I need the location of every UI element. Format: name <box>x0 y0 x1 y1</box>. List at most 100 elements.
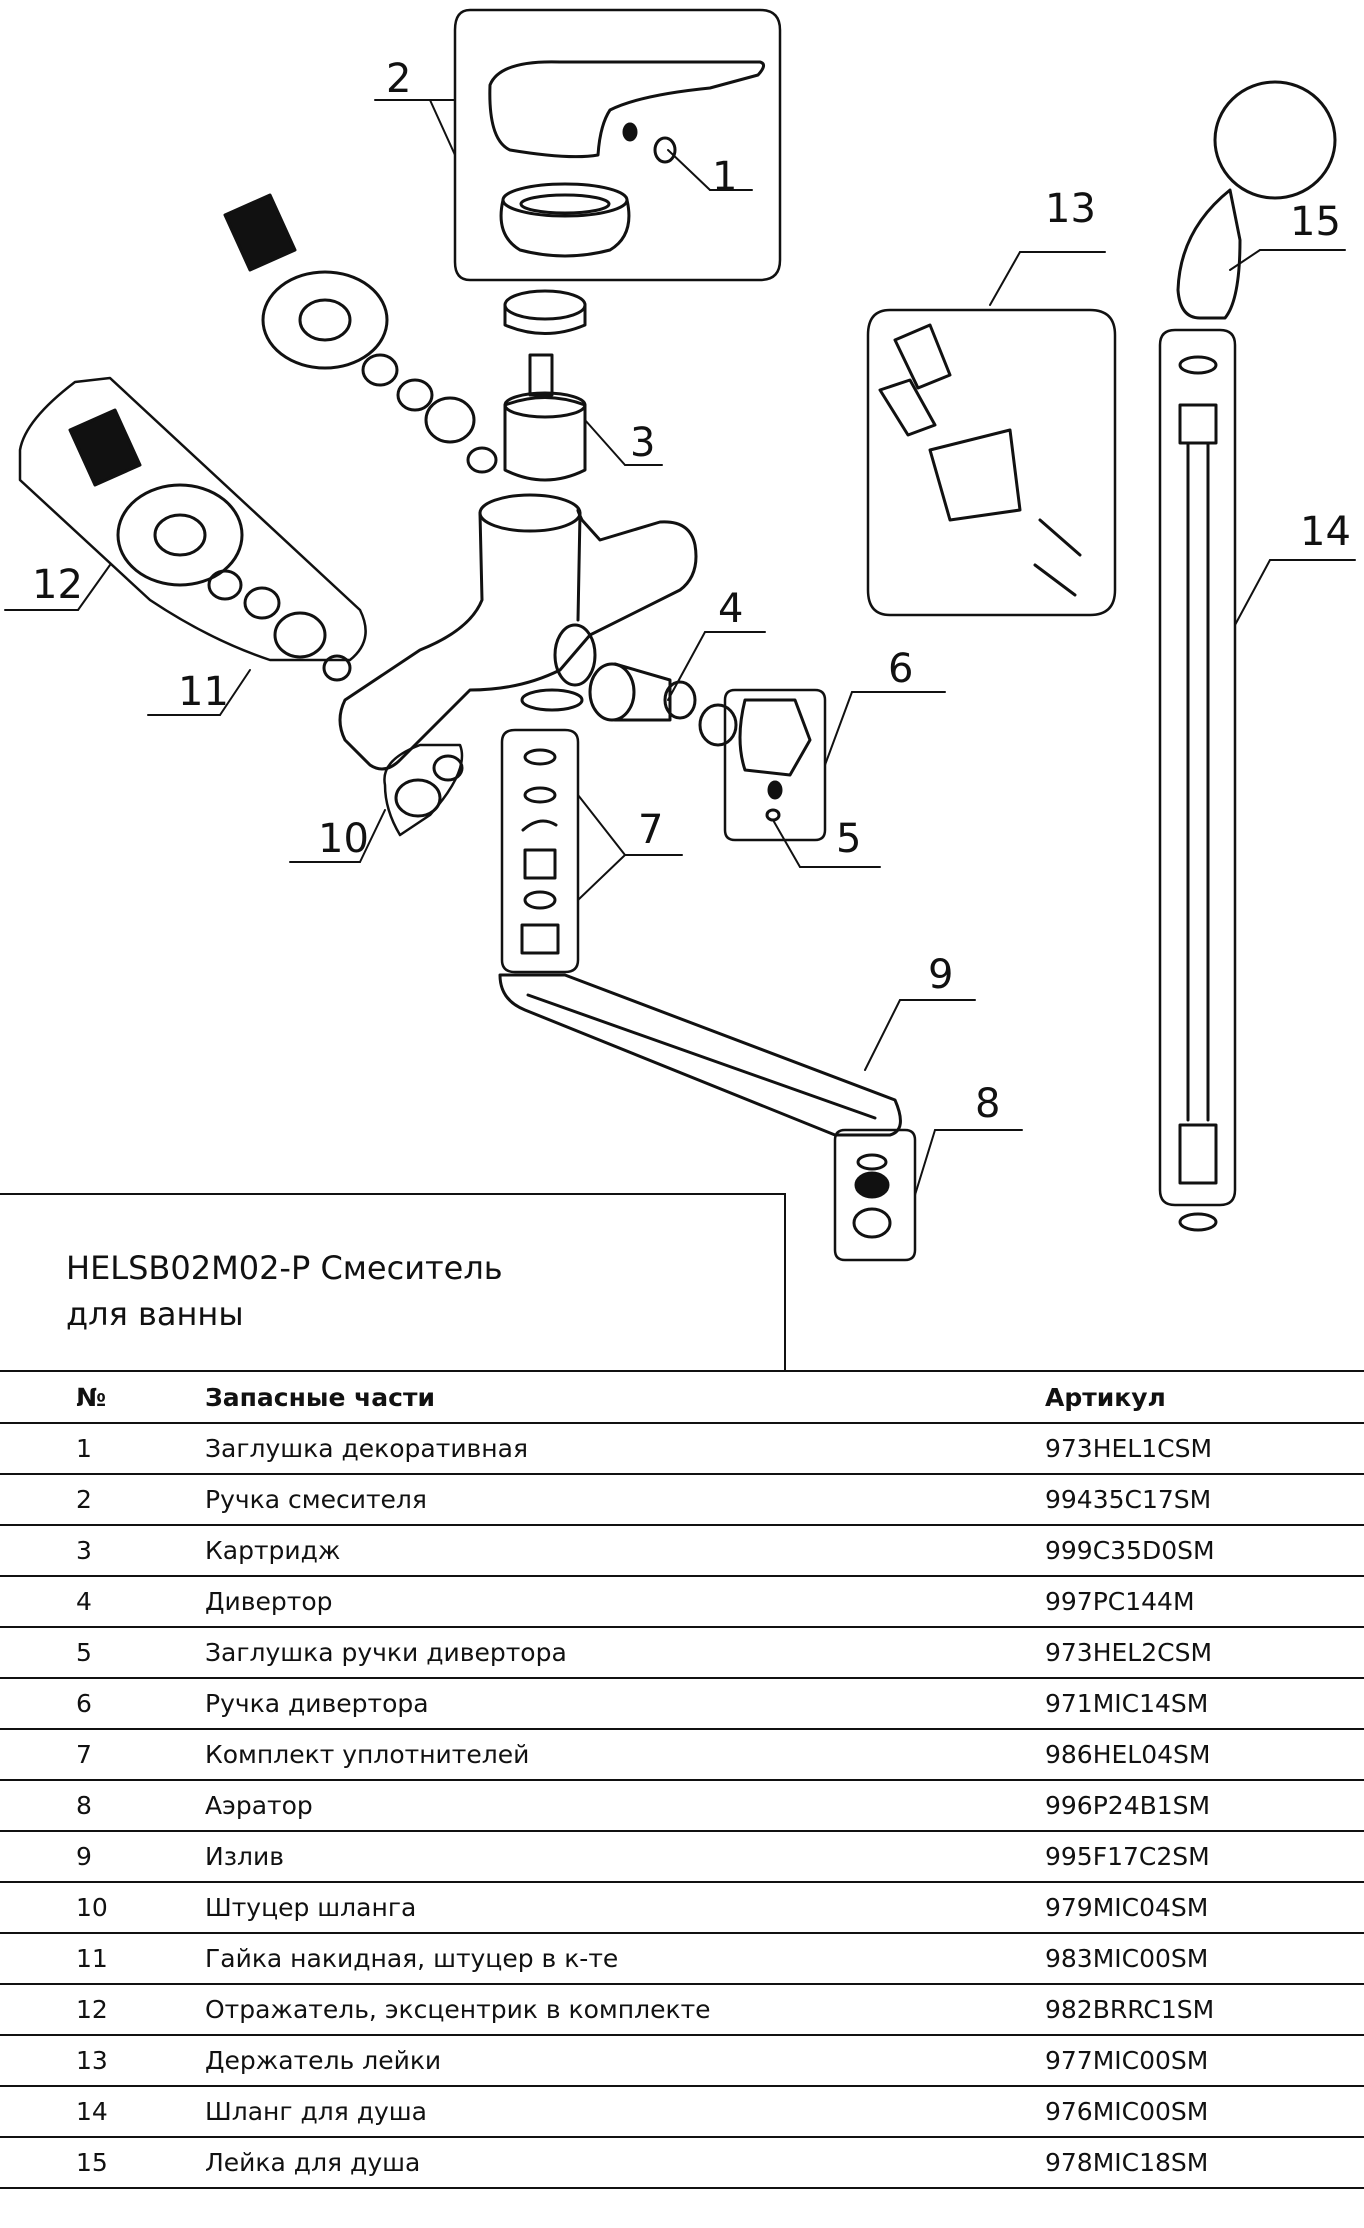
table-header-row: № Запасные части Артикул <box>0 1370 1364 1424</box>
group-diverter <box>588 662 697 722</box>
group-cartridge <box>503 289 587 482</box>
group-reflector-upper <box>223 193 498 474</box>
row-number: 10 <box>0 1881 205 1934</box>
row-number: 11 <box>0 1932 205 1985</box>
row-number: 14 <box>0 2085 205 2138</box>
row-part-name: Ручка дивертора <box>205 1677 1045 1730</box>
row-article: 99435C17SM <box>1045 1473 1364 1526</box>
row-article: 982BRRC1SM <box>1045 1983 1364 2036</box>
leader-lines <box>4 99 1356 1196</box>
row-number: 3 <box>0 1524 205 1577</box>
row-part-name: Излив <box>205 1830 1045 1883</box>
row-number: 8 <box>0 1779 205 1832</box>
callout-15: 15 <box>1290 199 1341 245</box>
row-part-name: Шланг для душа <box>205 2085 1045 2138</box>
product-title-line1: HELSB02M02-P Смеситель <box>66 1249 503 1287</box>
callout-6: 6 <box>888 646 913 692</box>
row-number: 6 <box>0 1677 205 1730</box>
header-part: Запасные части <box>205 1370 1045 1424</box>
row-number: 4 <box>0 1575 205 1628</box>
row-number: 12 <box>0 1983 205 2036</box>
row-article: 995F17C2SM <box>1045 1830 1364 1883</box>
row-number: 7 <box>0 1728 205 1781</box>
group-aerator <box>833 1128 917 1262</box>
row-article: 973HEL2CSM <box>1045 1626 1364 1679</box>
row-number: 15 <box>0 2136 205 2189</box>
group-holder <box>866 308 1117 617</box>
callout-10: 10 <box>318 816 369 862</box>
row-part-name: Дивертор <box>205 1575 1045 1628</box>
row-part-name: Гайка накидная, штуцер в к-те <box>205 1932 1045 1985</box>
row-part-name: Заглушка ручки дивертора <box>205 1626 1045 1679</box>
callout-9: 9 <box>928 952 953 998</box>
header-number: № <box>0 1370 205 1424</box>
row-article: 999C35D0SM <box>1045 1524 1364 1577</box>
row-number: 9 <box>0 1830 205 1883</box>
row-number: 1 <box>0 1422 205 1475</box>
row-number: 5 <box>0 1626 205 1679</box>
group-seal-kit <box>500 728 580 974</box>
row-part-name: Аэратор <box>205 1779 1045 1832</box>
row-part-name: Отражатель, эксцентрик в комплекте <box>205 1983 1045 2036</box>
row-number: 2 <box>0 1473 205 1526</box>
row-article: 983MIC00SM <box>1045 1932 1364 1985</box>
row-article: 996P24B1SM <box>1045 1779 1364 1832</box>
callout-3: 3 <box>630 420 655 466</box>
row-article: 977MIC00SM <box>1045 2034 1364 2087</box>
group-hose-fitting <box>383 743 464 837</box>
callout-4: 4 <box>718 586 743 632</box>
row-number: 13 <box>0 2034 205 2087</box>
row-part-name: Ручка смесителя <box>205 1473 1045 1526</box>
group-handle <box>453 8 782 282</box>
callout-2: 2 <box>386 56 411 102</box>
callout-5: 5 <box>836 816 861 862</box>
row-part-name: Картридж <box>205 1524 1045 1577</box>
row-part-name: Держатель лейки <box>205 2034 1045 2087</box>
group-shower-head <box>1176 80 1337 320</box>
group-reflector-lower <box>18 376 367 682</box>
callout-numbers: 1 2 3 4 5 6 7 8 9 10 11 12 13 14 15 <box>32 56 1351 1127</box>
row-part-name: Лейка для душа <box>205 2136 1045 2189</box>
callout-1: 1 <box>712 154 737 200</box>
callout-14: 14 <box>1300 509 1351 555</box>
callout-11: 11 <box>178 669 229 715</box>
row-part-name: Комплект уплотнителей <box>205 1728 1045 1781</box>
title-box: HELSB02M02-P Смеситель для ванны <box>0 1193 786 1370</box>
callout-7: 7 <box>638 807 663 853</box>
exploded-parts-diagram: 1 2 3 4 5 6 7 8 9 10 11 12 13 14 15 <box>4 8 1356 1262</box>
product-title-line2: для ванны <box>66 1295 244 1333</box>
callout-13: 13 <box>1045 186 1096 232</box>
row-article: 976MIC00SM <box>1045 2085 1364 2138</box>
row-article: 986HEL04SM <box>1045 1728 1364 1781</box>
callout-8: 8 <box>975 1081 1000 1127</box>
header-article: Артикул <box>1045 1370 1364 1424</box>
row-part-name: Заглушка декоративная <box>205 1422 1045 1475</box>
row-article: 973HEL1CSM <box>1045 1422 1364 1475</box>
row-article: 978MIC18SM <box>1045 2136 1364 2189</box>
group-mixer-body <box>338 493 698 771</box>
group-spout <box>498 973 902 1137</box>
row-article: 971MIC14SM <box>1045 1677 1364 1730</box>
product-title: HELSB02M02-P Смеситель для ванны <box>66 1245 746 1337</box>
row-article: 979MIC04SM <box>1045 1881 1364 1934</box>
callout-12: 12 <box>32 562 83 608</box>
row-article: 997PC144M <box>1045 1575 1364 1628</box>
group-shower-hose <box>1158 328 1237 1232</box>
row-part-name: Штуцер шланга <box>205 1881 1045 1934</box>
